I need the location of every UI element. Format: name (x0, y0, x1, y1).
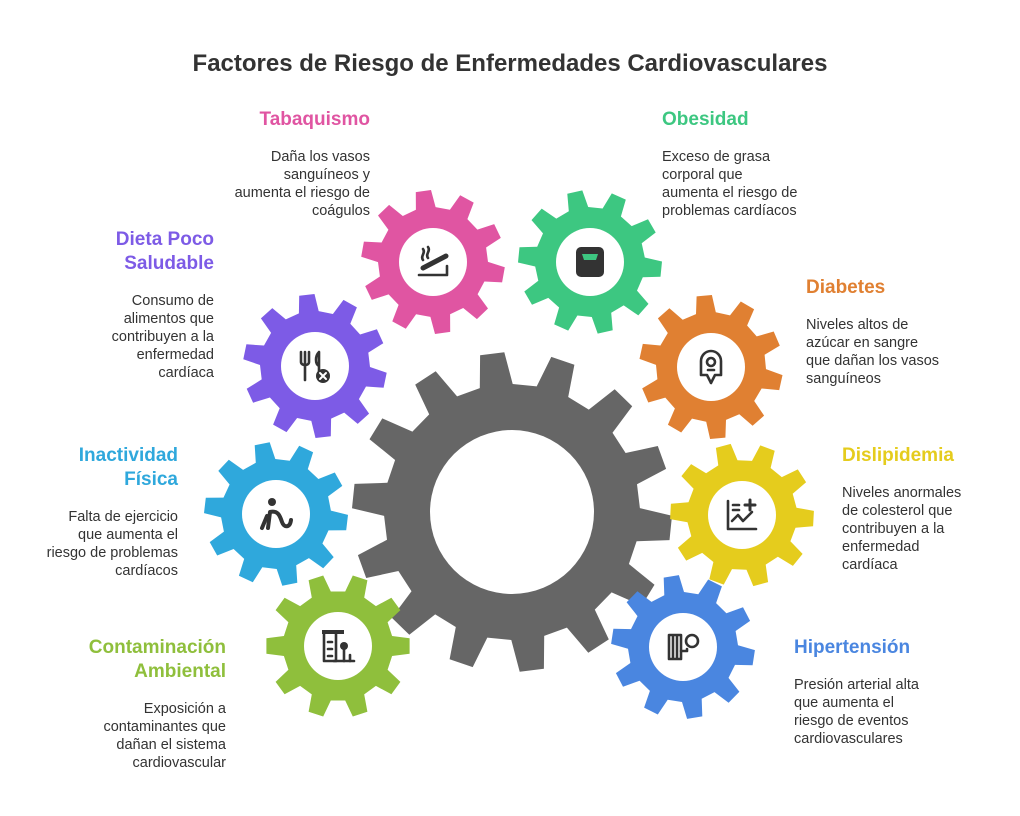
gear-dislipidemia (670, 443, 814, 587)
gear-diabetes (639, 295, 783, 439)
gear-hub-hipertension (649, 613, 717, 681)
sitting-person-icon (260, 498, 293, 530)
factor-desc-obesidad: Exceso de grasa corporal que aumenta el … (662, 149, 798, 219)
gear-obesidad (518, 190, 662, 334)
factor-block-inactividad: Inactividad Física Falta de ejercicio qu… (0, 444, 178, 580)
factor-title-dislipidemia: Dislipidemia (842, 445, 954, 466)
factor-desc-contaminacion: Exposición a contaminantes que dañan el … (103, 701, 226, 771)
factor-title-inactividad: Inactividad Física (78, 445, 178, 490)
factor-block-tabaquismo: Tabaquismo Daña los vasos sanguíneos y a… (130, 108, 370, 220)
factor-desc-hipertension: Presión arterial alta que aumenta el rie… (794, 677, 919, 747)
blood-pressure-icon (667, 633, 700, 661)
central-gear (352, 352, 672, 672)
factor-title-contaminacion: Contaminación Ambiental (88, 637, 226, 682)
factor-desc-dieta: Consumo de alimentos que contribuyen a l… (111, 293, 214, 381)
factor-title-obesidad: Obesidad (662, 109, 749, 130)
factor-title-dieta: Dieta Poco Saludable (115, 229, 214, 274)
factor-block-diabetes: Diabetes Niveles altos de azúcar en sang… (806, 276, 1020, 388)
gear-dieta (243, 294, 387, 438)
page-title: Factores de Riesgo de Enfermedades Cardi… (192, 50, 828, 77)
gear-tabaquismo (361, 190, 505, 334)
factor-title-tabaquismo: Tabaquismo (259, 109, 371, 130)
factor-block-contaminacion: Contaminación Ambiental Exposición a con… (0, 636, 226, 772)
factor-block-hipertension: Hipertensión Presión arterial alta que a… (794, 636, 1020, 748)
smoking-icon (417, 245, 449, 277)
factor-block-dislipidemia: Dislipidemia Niveles anormales de colest… (842, 444, 1020, 574)
factor-title-hipertension: Hipertensión (794, 637, 911, 658)
gear-hub-contaminacion (304, 612, 372, 680)
glucose-meter-icon (699, 349, 723, 385)
gear-hub-dislipidemia (708, 481, 776, 549)
scale-icon (576, 247, 604, 277)
central-gear-hole (430, 430, 594, 594)
factor-desc-diabetes: Niveles altos de azúcar en sangre que da… (806, 317, 940, 387)
chart-plus-icon (726, 498, 758, 531)
no-food-icon (299, 350, 330, 383)
factor-desc-dislipidemia: Niveles anormales de colesterol que cont… (842, 485, 962, 573)
factor-desc-tabaquismo: Daña los vasos sanguíneos y aumenta el r… (234, 149, 370, 219)
gear-hub-dieta (281, 332, 349, 400)
factory-icon (322, 630, 356, 663)
factor-desc-inactividad: Falta de ejercicio que aumenta el riesgo… (46, 509, 178, 579)
gear-hipertension (611, 575, 755, 719)
factor-title-diabetes: Diabetes (806, 277, 886, 298)
factor-block-obesidad: Obesidad Exceso de grasa corporal que au… (662, 108, 902, 220)
factor-block-dieta: Dieta Poco Saludable Consumo de alimento… (0, 228, 214, 382)
gear-contaminacion (266, 575, 410, 717)
gear-inactividad (204, 442, 348, 586)
